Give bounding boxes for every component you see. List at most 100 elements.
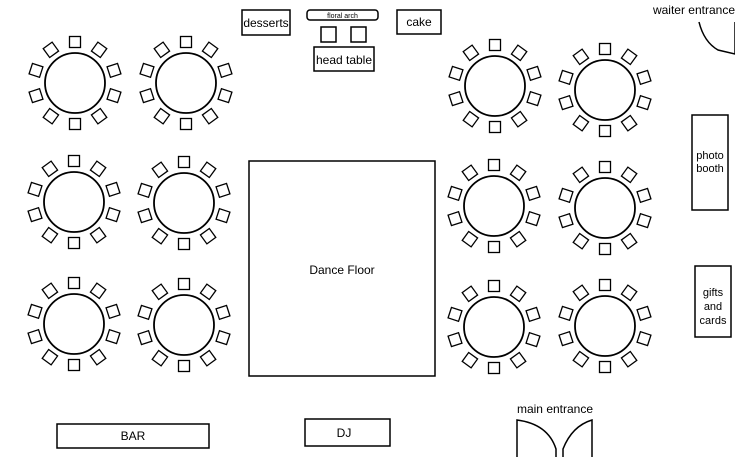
- chair: [598, 42, 612, 56]
- chair: [215, 329, 231, 346]
- chair: [525, 306, 541, 323]
- chair: [636, 305, 652, 322]
- chair: [41, 160, 59, 178]
- chair: [598, 278, 612, 292]
- chair: [509, 164, 527, 182]
- chair: [68, 35, 82, 49]
- chair: [509, 230, 527, 248]
- table-top: [155, 52, 217, 114]
- chair: [201, 107, 219, 125]
- dance-floor-label: Dance Floor: [309, 263, 374, 277]
- chair: [462, 44, 480, 62]
- chair: [598, 242, 612, 256]
- chair: [42, 107, 60, 125]
- chair: [525, 210, 541, 227]
- chair: [27, 303, 43, 320]
- chair: [509, 351, 527, 369]
- round-table: [558, 42, 652, 138]
- chair: [68, 117, 82, 131]
- chair: [558, 330, 574, 347]
- chair: [572, 166, 590, 184]
- round-table: [447, 158, 541, 254]
- chair: [177, 277, 191, 291]
- dj-booth: DJ: [304, 418, 391, 447]
- main-entrance-label: main entrance: [517, 402, 593, 416]
- chair: [572, 48, 590, 66]
- chair: [448, 65, 464, 82]
- chair: [636, 94, 652, 111]
- photo-booth: photo booth: [691, 114, 729, 211]
- chair: [558, 94, 574, 111]
- chair: [139, 87, 155, 104]
- chair: [509, 285, 527, 303]
- chair: [636, 187, 652, 204]
- chair: [598, 360, 612, 374]
- table-top: [43, 171, 105, 233]
- chair: [488, 38, 502, 52]
- chair: [620, 114, 638, 132]
- chair: [510, 44, 528, 62]
- chair: [636, 69, 652, 86]
- chair: [27, 328, 43, 345]
- cake-label: cake: [406, 15, 432, 29]
- round-table: [28, 35, 122, 131]
- chair: [151, 227, 169, 245]
- gifts-label-line2: and: [704, 301, 722, 313]
- chair: [90, 107, 108, 125]
- head-table-chair: [350, 26, 367, 43]
- chair: [151, 349, 169, 367]
- chair: [572, 350, 590, 368]
- gifts-and-cards-table: gifts and cards: [694, 265, 732, 338]
- chair: [89, 226, 107, 244]
- chair: [447, 306, 463, 323]
- chair: [105, 181, 121, 198]
- head-table-chair: [320, 26, 337, 43]
- photo-booth-label-line2: booth: [696, 163, 724, 175]
- chair: [28, 87, 44, 104]
- chair: [151, 161, 169, 179]
- chair: [89, 282, 107, 300]
- chair: [105, 206, 121, 223]
- photo-booth-label-line1: photo: [696, 150, 724, 162]
- chair: [525, 185, 541, 202]
- chair: [636, 212, 652, 229]
- chair: [177, 237, 191, 251]
- round-table: [448, 38, 542, 134]
- chair: [41, 226, 59, 244]
- round-table: [447, 279, 541, 375]
- gifts-label-line1: gifts: [703, 287, 724, 299]
- table-top: [574, 295, 636, 357]
- chair: [179, 117, 193, 131]
- chair: [151, 283, 169, 301]
- chair: [89, 160, 107, 178]
- chair: [572, 284, 590, 302]
- chair: [177, 155, 191, 169]
- table-top: [463, 296, 525, 358]
- chair: [106, 87, 122, 104]
- desserts-label: desserts: [243, 16, 288, 30]
- chair: [620, 232, 638, 250]
- chair: [525, 331, 541, 348]
- chair: [558, 187, 574, 204]
- chair: [199, 283, 217, 301]
- chair: [487, 279, 501, 293]
- chair: [153, 107, 171, 125]
- chair: [447, 185, 463, 202]
- chair: [461, 351, 479, 369]
- chair: [217, 62, 233, 79]
- waiter-entrance-door: [698, 21, 735, 55]
- bar: BAR: [56, 423, 210, 449]
- chair: [461, 285, 479, 303]
- chair: [199, 161, 217, 179]
- bar-label: BAR: [121, 429, 146, 443]
- chair: [558, 212, 574, 229]
- chair: [137, 207, 153, 224]
- chair: [461, 164, 479, 182]
- chair: [106, 62, 122, 79]
- main-entrance-doors: [516, 418, 593, 457]
- table-top: [464, 55, 526, 117]
- chair: [42, 41, 60, 59]
- floral-arch: floral arch: [306, 9, 379, 21]
- chair: [447, 331, 463, 348]
- head-table: head table: [313, 46, 375, 72]
